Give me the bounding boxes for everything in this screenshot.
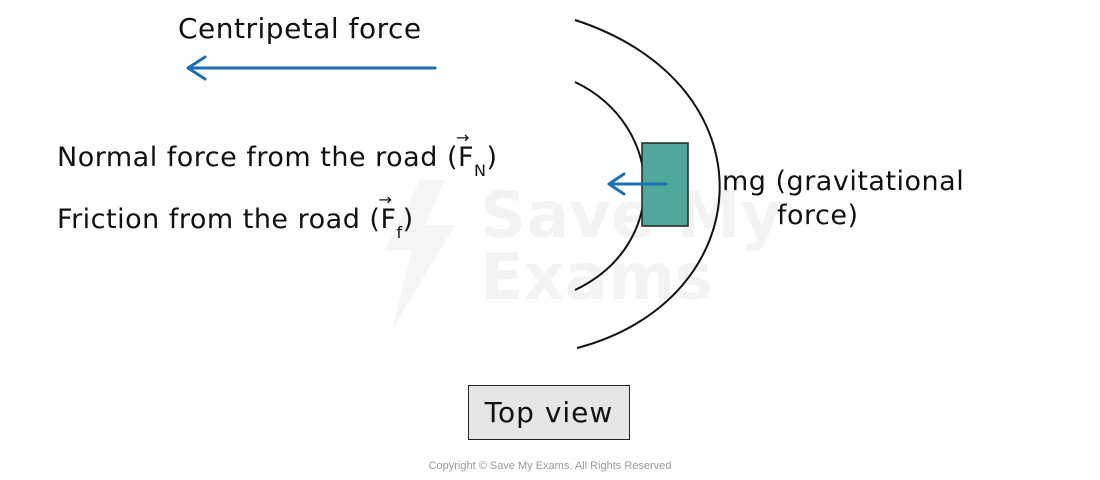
vector-arrow-icon: → — [378, 190, 393, 209]
car-block — [641, 142, 689, 227]
top-view-caption: Top view — [468, 385, 630, 440]
top-view-label: Top view — [484, 396, 614, 429]
normal-force-subscript: N — [474, 161, 487, 180]
normal-force-symbol: →F — [455, 128, 475, 174]
car-force-arrow — [607, 172, 668, 196]
normal-force-text: Normal force from the road ( — [57, 142, 458, 173]
normal-force-label: Normal force from the road (→FN) — [57, 128, 498, 181]
watermark-bolt-icon — [385, 180, 455, 330]
copyright-notice: Copyright © Save My Exams. All Rights Re… — [428, 460, 672, 472]
gravity-label-line2: force) — [777, 200, 859, 231]
friction-force-label: Friction from the road (→Ff) — [57, 190, 414, 243]
vector-arrow-icon: → — [455, 128, 470, 147]
centripetal-arrow — [186, 55, 437, 81]
friction-force-subscript: f — [396, 223, 403, 242]
road-outer-curve — [574, 19, 721, 349]
friction-force-symbol: →F — [378, 190, 397, 236]
friction-force-text: Friction from the road ( — [57, 204, 381, 235]
centripetal-force-label: Centripetal force — [178, 12, 422, 45]
gravity-label-line1: mg (gravitational — [722, 166, 965, 197]
